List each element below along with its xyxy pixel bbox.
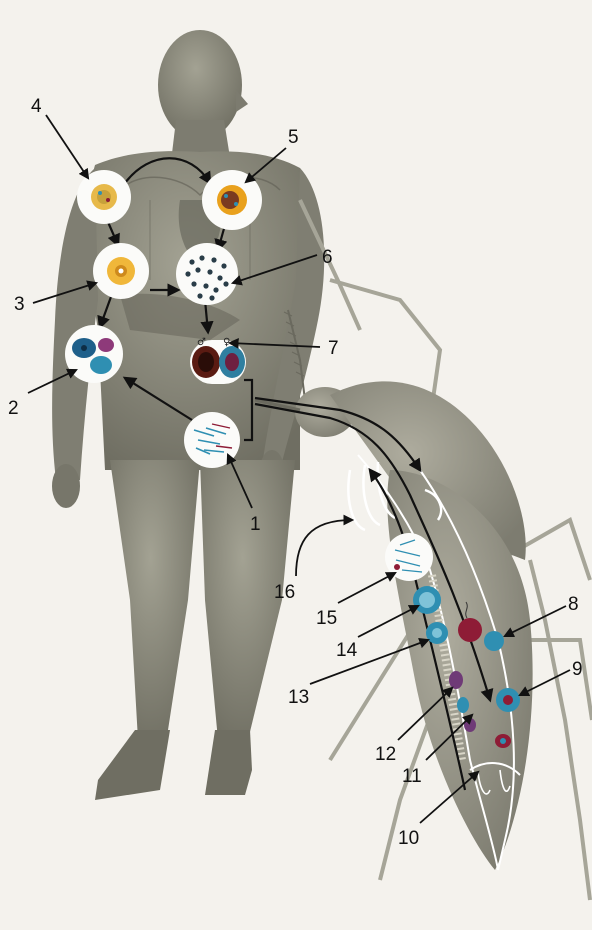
inset-9-fertilization (496, 688, 520, 712)
inset-4-liver-cell (77, 170, 131, 224)
inset-11-zygote (495, 734, 511, 748)
label-1: 1 (250, 514, 261, 535)
label-6: 6 (322, 247, 333, 268)
inset-1-sporozoites (184, 412, 240, 468)
inset-3-trophozoite (93, 243, 149, 299)
female-symbol: ♀ (223, 337, 230, 348)
inset-13-ookinete-in-wall (426, 622, 448, 644)
inset-6-merozoites (176, 243, 238, 305)
inset-5-liver-schizont (202, 170, 262, 230)
label-3: 3 (14, 294, 25, 315)
human-figure (52, 30, 324, 800)
label-5: 5 (288, 127, 299, 148)
inset-2-infected-blood-cells (65, 325, 123, 383)
inset-14-oocyst (413, 586, 441, 614)
label-16: 16 (274, 582, 295, 603)
label-15: 15 (316, 608, 337, 629)
label-11: 11 (402, 766, 422, 787)
label-14: 14 (336, 640, 358, 661)
label-13: 13 (288, 687, 309, 708)
label-2: 2 (8, 398, 19, 419)
male-symbol: ♂ (197, 337, 206, 348)
label-9: 9 (572, 659, 583, 680)
label-7: 7 (328, 338, 339, 359)
label-4: 4 (31, 96, 42, 117)
label-8: 8 (568, 594, 579, 615)
label-10: 10 (398, 828, 419, 849)
label-12: 12 (375, 744, 396, 765)
